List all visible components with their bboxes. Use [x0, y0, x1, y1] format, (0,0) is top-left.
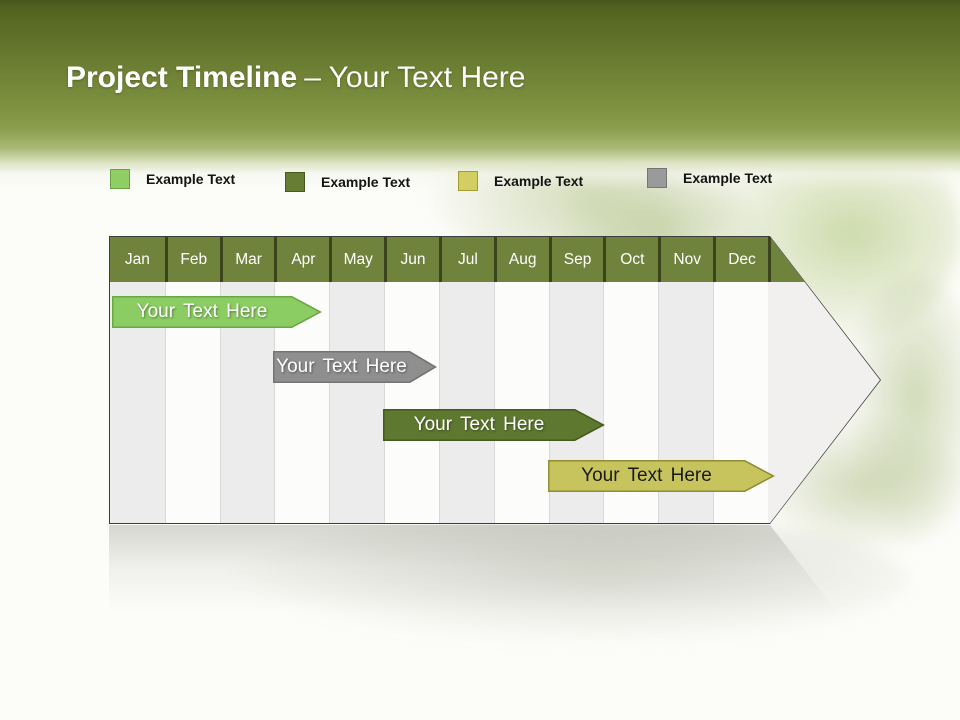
- header-band: [0, 0, 960, 190]
- legend-label: Example Text: [321, 174, 411, 190]
- gantt-bar[interactable]: Your Text Here: [383, 409, 605, 441]
- legend-swatch: [110, 169, 130, 189]
- month-cell: May: [329, 237, 384, 282]
- gantt-bar[interactable]: Your Text Here: [112, 296, 322, 328]
- legend-item[interactable]: Example Text: [285, 172, 410, 192]
- grid-column: [329, 282, 385, 523]
- gantt-bar-fill: [274, 352, 434, 382]
- legend-item[interactable]: Example Text: [110, 169, 235, 189]
- slide-title-subtitle: – Your Text Here: [304, 61, 526, 94]
- month-cell: Oct: [603, 237, 658, 282]
- grid-column: [438, 282, 494, 523]
- legend-label: Example Text: [146, 171, 236, 187]
- legend-item[interactable]: Example Text: [458, 171, 583, 191]
- month-cell: Jun: [384, 237, 439, 282]
- gantt-bar-fill: [384, 410, 602, 440]
- month-cell: Mar: [219, 237, 275, 282]
- legend-swatch: [458, 171, 478, 191]
- grid-column: [384, 282, 439, 523]
- month-cell: Dec: [713, 237, 768, 282]
- legend-swatch: [285, 172, 305, 192]
- gantt-bar-label: Your Text Here: [413, 414, 545, 435]
- legend-item[interactable]: Example Text: [647, 168, 772, 188]
- month-cell: Feb: [164, 237, 220, 282]
- month-cell: Apr: [274, 237, 329, 282]
- month-cell: Jan: [124, 250, 150, 268]
- grass-texture-reflection: [230, 515, 910, 645]
- gantt-bar[interactable]: Your Text Here: [548, 460, 775, 492]
- gantt-bar-label: Your Text Here: [581, 465, 712, 486]
- gantt-bar-label: Your Text Here: [276, 356, 407, 377]
- gantt-bar-fill: [113, 297, 319, 327]
- month-cell: Aug: [493, 237, 549, 282]
- legend-swatch: [647, 168, 667, 188]
- grid-column: [493, 282, 549, 523]
- timeline-reflection: [109, 525, 881, 720]
- month-cell: Nov: [658, 237, 713, 282]
- gantt-bar-label: Your Text Here: [136, 301, 268, 322]
- slide-title-bold: Project Timeline: [66, 61, 298, 94]
- legend-label: Example Text: [683, 170, 773, 186]
- slide-title[interactable]: Project Timeline– Your Text Here: [66, 61, 525, 95]
- gantt-bar-fill: [549, 461, 772, 491]
- gantt-bar[interactable]: Your Text Here: [273, 351, 437, 383]
- grass-texture-background: [845, 275, 960, 545]
- legend-label: Example Text: [494, 173, 584, 189]
- month-cell: Jul: [438, 237, 494, 282]
- month-cell: Sep: [548, 237, 604, 282]
